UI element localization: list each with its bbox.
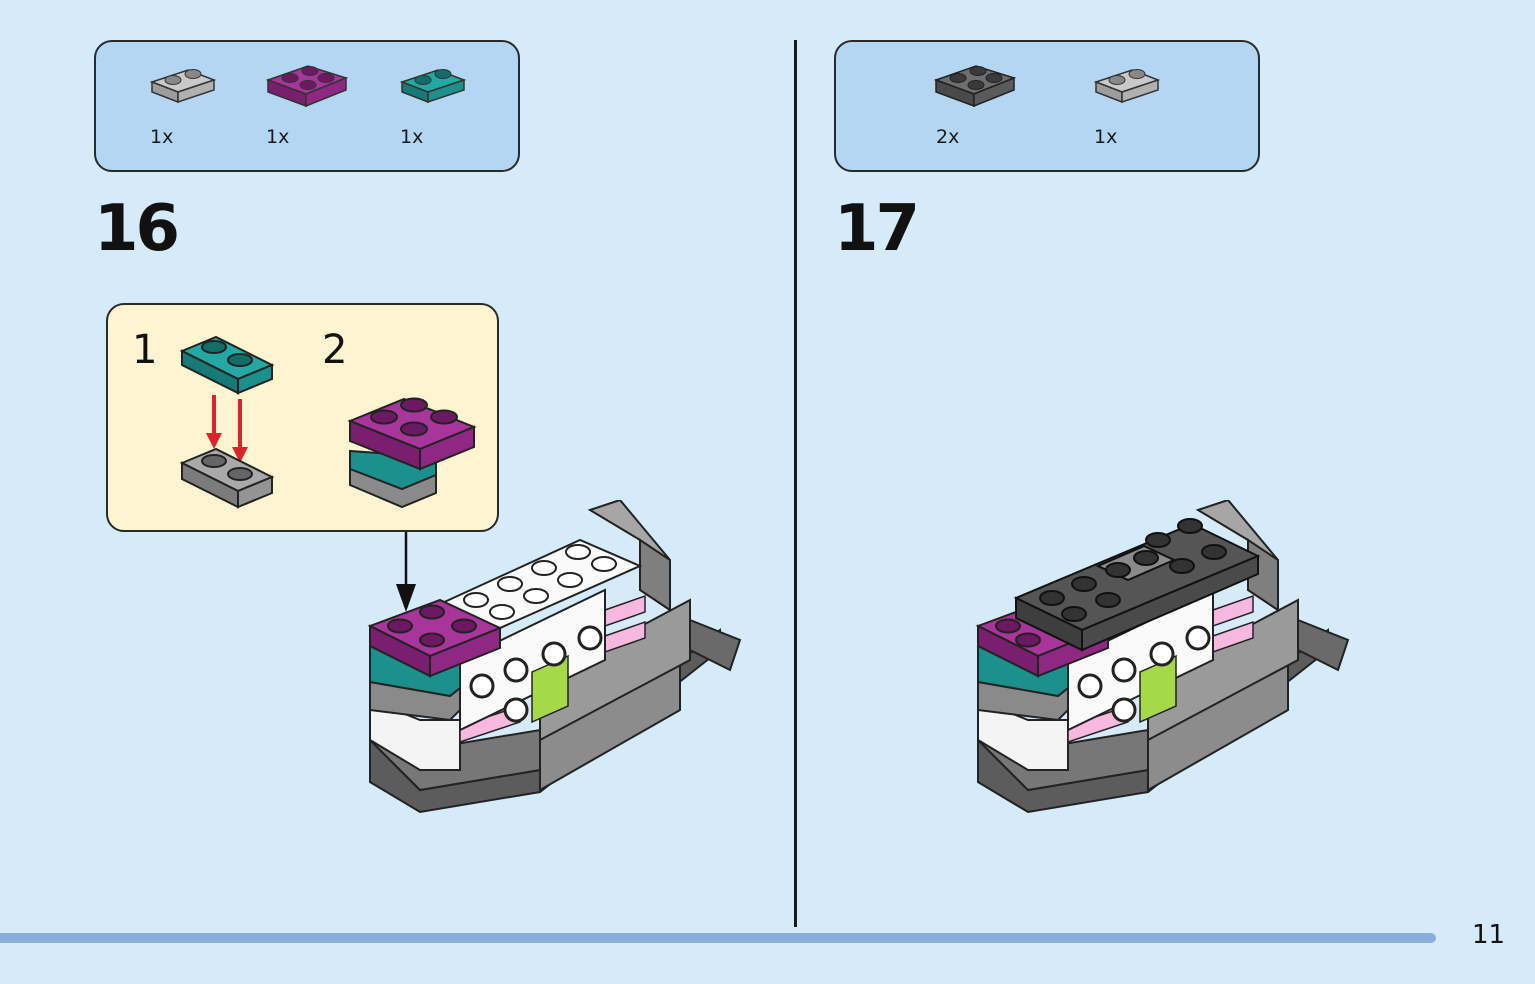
substep1-illustration [178, 325, 288, 519]
part-quantity: 1x [400, 126, 424, 148]
page-divider [794, 40, 797, 927]
part-quantity: 1x [266, 126, 290, 148]
teal-plate-1x2-icon [398, 60, 468, 110]
substep2-illustration [344, 385, 484, 519]
step16-model-illustration [360, 500, 760, 820]
step-number-16: 16 [94, 192, 180, 266]
down-arrow-icon [394, 532, 418, 618]
step17-model-illustration [968, 500, 1368, 820]
part-quantity: 2x [936, 126, 960, 148]
magenta-plate-2x2-icon [264, 54, 350, 114]
step-number-17: 17 [834, 192, 920, 266]
step17-parts-list: 2x 1x [834, 40, 1260, 172]
step16-parts-list: 1x 1x 1x [94, 40, 520, 172]
light-gray-plate-1x2-icon [1092, 60, 1162, 110]
part-quantity: 1x [150, 126, 174, 148]
dark-gray-plate-2x2-icon [932, 54, 1018, 114]
footer-bar [0, 933, 1436, 943]
light-gray-plate-1x2-icon [148, 60, 218, 110]
subassembly-callout: 1 2 [106, 303, 499, 532]
substep-number-2: 2 [322, 327, 348, 373]
substep-number-1: 1 [132, 327, 158, 373]
assembly-arrow-icon [206, 395, 248, 463]
part-quantity: 1x [1094, 126, 1118, 148]
page-number: 11 [1472, 920, 1506, 950]
